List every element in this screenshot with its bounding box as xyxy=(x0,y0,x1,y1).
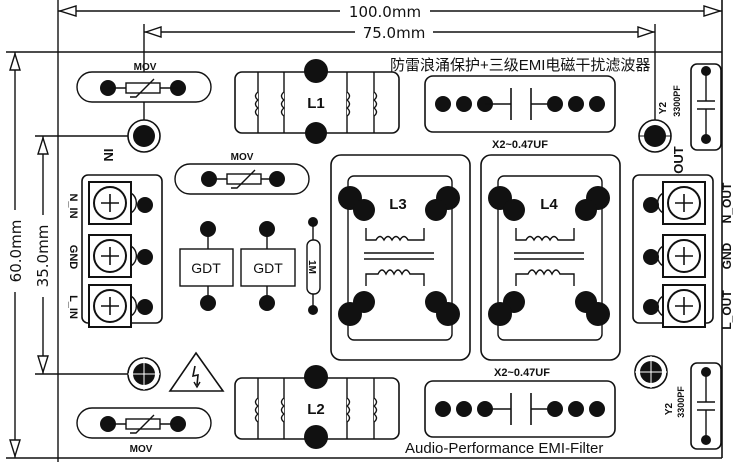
gdt-label: GDT xyxy=(191,260,221,276)
terminal-label-l-out: L_OUT xyxy=(720,290,734,330)
terminal-n-out[interactable] xyxy=(643,181,706,225)
output-label: OUT xyxy=(671,146,686,174)
terminal-label-gnd-out: GND xyxy=(720,242,734,269)
capacitor-y2-top: Y2 3300PF xyxy=(658,63,722,151)
resistor-label: 1M xyxy=(306,260,317,274)
capacitor-x2-top: X2~0.47UF xyxy=(424,75,616,151)
terminal-gnd-out[interactable] xyxy=(643,234,706,278)
inductor-l1: L1 xyxy=(234,59,400,144)
resistor-1m: 1M xyxy=(306,217,321,315)
capacitor-name-label: Y2 xyxy=(664,402,675,415)
arrow-left-icon xyxy=(143,26,162,38)
capacitor-value-label: 3300PF xyxy=(676,386,686,418)
input-terminal-block xyxy=(81,174,163,328)
arrow-down-icon xyxy=(9,439,21,459)
inductor-label: L1 xyxy=(307,95,325,112)
capacitor-label: X2~0.47UF xyxy=(494,367,550,379)
capacitor-y2-bottom: Y2 3300PF xyxy=(664,362,722,450)
high-voltage-warning-icon xyxy=(168,351,225,392)
dimension-height-holes: 35.0mm xyxy=(34,135,144,375)
dimension-label-height-holes: 35.0mm xyxy=(34,225,52,288)
dimension-label-width-total: 100.0mm xyxy=(349,3,421,21)
gdt-2: GDT xyxy=(240,221,296,311)
arrow-left-icon xyxy=(57,5,77,17)
inductor-l2: L2 xyxy=(234,365,400,449)
input-label: IN xyxy=(101,149,116,162)
dimension-width-total: 100.0mm xyxy=(57,2,723,21)
dimension-height-total: 60.0mm xyxy=(6,51,62,459)
dimension-label-height-total: 60.0mm xyxy=(7,220,25,283)
capacitor-x2-bottom: X2~0.47UF xyxy=(424,367,616,438)
mounting-hole-top-left xyxy=(127,119,161,153)
terminal-gnd-in[interactable] xyxy=(88,234,153,278)
dimension-label-width-holes: 75.0mm xyxy=(363,24,426,42)
mov-label: MOV xyxy=(130,444,153,455)
terminal-label-gnd-in: GND xyxy=(67,245,79,270)
gdt-label: GDT xyxy=(253,260,283,276)
common-mode-choke-l3: L3 xyxy=(330,154,471,361)
mov-label: MOV xyxy=(231,152,254,163)
board-outline xyxy=(57,0,723,462)
terminal-label-n-out: N_OUT xyxy=(720,182,734,223)
output-terminal-block xyxy=(632,174,714,328)
mounting-hole-bottom-left xyxy=(127,357,161,391)
common-mode-choke-l4: L4 xyxy=(480,154,621,361)
inductor-label: L2 xyxy=(307,401,325,418)
arrow-up-icon xyxy=(37,135,49,155)
terminal-n-in[interactable] xyxy=(88,181,153,225)
capacitor-value-label: 3300PF xyxy=(672,85,682,117)
arrow-up-icon xyxy=(9,51,21,71)
mov-varistor-middle: MOV xyxy=(174,152,310,195)
mounting-hole-top-right xyxy=(638,119,672,153)
mov-label: MOV xyxy=(134,62,157,73)
terminal-label-l-in: L_IN xyxy=(67,295,79,319)
board-title-chinese: 防雷浪涌保护+三级EMI电磁干扰滤波器 xyxy=(390,57,650,74)
terminal-label-n-in: N_IN xyxy=(67,193,79,218)
inductor-label: L4 xyxy=(540,196,558,213)
inductor-label: L3 xyxy=(389,196,407,213)
mounting-hole-bottom-right xyxy=(634,355,668,389)
capacitor-name-label: Y2 xyxy=(658,101,669,114)
gdt-1: GDT xyxy=(179,221,234,311)
capacitor-label: X2~0.47UF xyxy=(492,139,548,151)
arrow-down-icon xyxy=(37,355,49,375)
arrow-right-icon xyxy=(703,5,723,17)
terminal-l-in[interactable] xyxy=(88,284,153,328)
dimension-width-holes: 75.0mm xyxy=(143,23,656,150)
mov-varistor-bottom: MOV xyxy=(76,407,212,455)
mov-varistor-top: MOV xyxy=(76,62,212,103)
board-title-english: Audio-Performance EMI-Filter xyxy=(405,440,603,457)
arrow-right-icon xyxy=(637,26,656,38)
terminal-l-out[interactable] xyxy=(643,284,706,328)
